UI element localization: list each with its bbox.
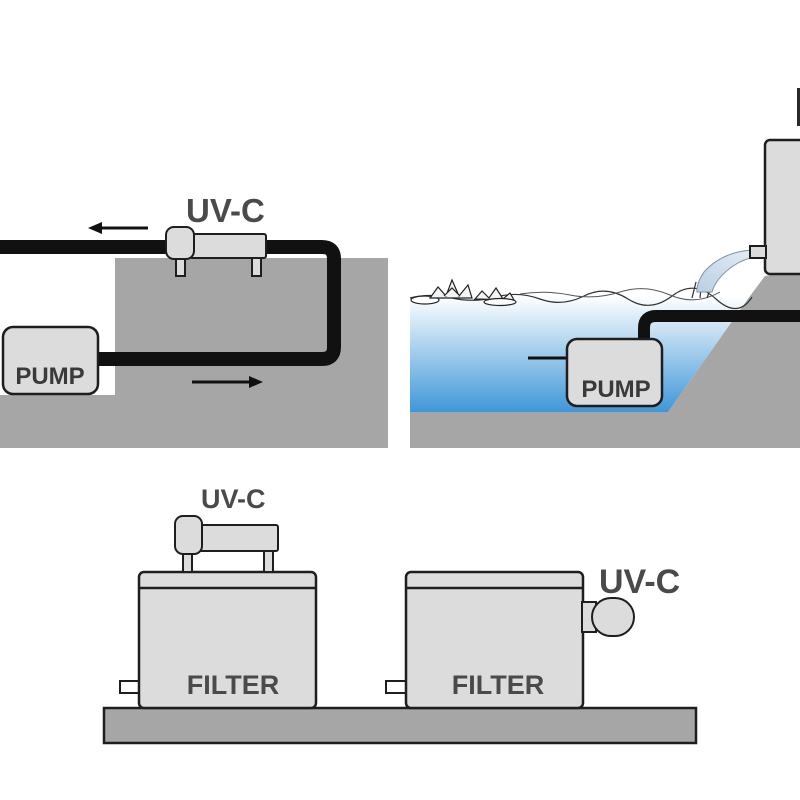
water-surface-line-2	[519, 288, 721, 301]
filter-2-body	[404, 570, 585, 710]
panel-pond-pump: PUMP	[409, 88, 800, 448]
uv-c-unit-top	[174, 515, 279, 573]
pond-pump-box	[565, 337, 664, 408]
pump-box	[1, 325, 100, 396]
filter-base-platform	[102, 706, 698, 745]
filter-1-label: FILTER	[187, 670, 279, 700]
filter-2-label: FILTER	[452, 670, 544, 700]
water-jet	[696, 249, 758, 293]
filter-1-body	[137, 570, 318, 710]
water-lily-icon	[410, 278, 517, 307]
uv-c-unit-side	[581, 597, 635, 637]
uv-c-label-top: UV-C	[201, 484, 266, 514]
uv-c-label: UV-C	[186, 192, 265, 229]
pipe-loop	[0, 240, 341, 366]
pond-filter-box	[749, 88, 800, 276]
uv-c-label-side: UV-C	[599, 563, 680, 601]
panel-above-ground-pump: UV-C PUMP	[0, 192, 388, 448]
ground-lower-step	[0, 395, 115, 448]
pond-pipe	[638, 310, 800, 342]
filter-2-outlet	[385, 680, 409, 694]
flow-arrow-left	[88, 222, 148, 234]
flow-arrow-right	[192, 376, 263, 388]
filter-side-mounted-group: UV-C FILTER	[385, 563, 680, 710]
filter-top-mounted-group: UV-C FILTER	[119, 484, 318, 710]
uv-c-unit	[165, 226, 267, 277]
pond-pump-label: PUMP	[581, 376, 650, 403]
panel-filters: UV-C FILTER UV-C FILTER	[102, 484, 698, 745]
pump-label: PUMP	[15, 363, 84, 390]
pond-bank	[410, 270, 800, 448]
